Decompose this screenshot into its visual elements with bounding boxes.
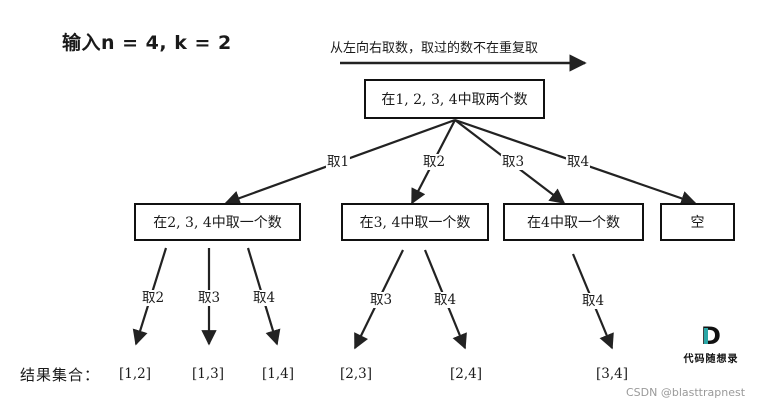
problem-title: 输入n = 4, k = 2 [62,32,232,54]
edge-label-child-2-pick-4: 取4 [432,292,458,308]
edge-label-root-to-child-1: 取1 [325,154,351,170]
direction-note: 从左向右取数，取过的数不在重复取 [330,41,539,56]
watermark: CSDN @blasttrapnest [626,386,746,399]
node-empty: 空 [660,203,735,241]
edge-label-child-1-pick-4: 取4 [251,290,277,306]
edge-label-root-to-child-2: 取2 [421,154,447,170]
node-child-2: 在3, 4中取一个数 [341,203,489,241]
result-item: [2,3] [339,366,373,382]
edge-label-child-3-pick-4: 取4 [580,293,606,309]
node-root: 在1, 2, 3, 4中取两个数 [364,79,545,119]
edge-label-child-1-pick-3: 取3 [196,290,222,306]
edge-label-root-to-child-3: 取3 [500,154,526,170]
result-item: [1,4] [261,366,295,382]
logo-text: 代码随想录 [683,354,739,365]
results-label: 结果集合： [20,366,101,384]
brand-logo: D 代码随想录 [681,324,741,365]
result-item: [1,3] [191,366,225,382]
edge-label-root-to-child-4: 取4 [565,154,591,170]
node-child-1: 在2, 3, 4中取一个数 [134,203,301,241]
edge-label-child-2-pick-3: 取3 [368,292,394,308]
node-child-3: 在4中取一个数 [503,203,644,241]
result-item: [1,2] [118,366,152,382]
logo-d-icon: D [701,322,721,350]
result-item: [3,4] [595,366,629,382]
result-item: [2,4] [449,366,483,382]
edge-label-child-1-pick-2: 取2 [140,290,166,306]
